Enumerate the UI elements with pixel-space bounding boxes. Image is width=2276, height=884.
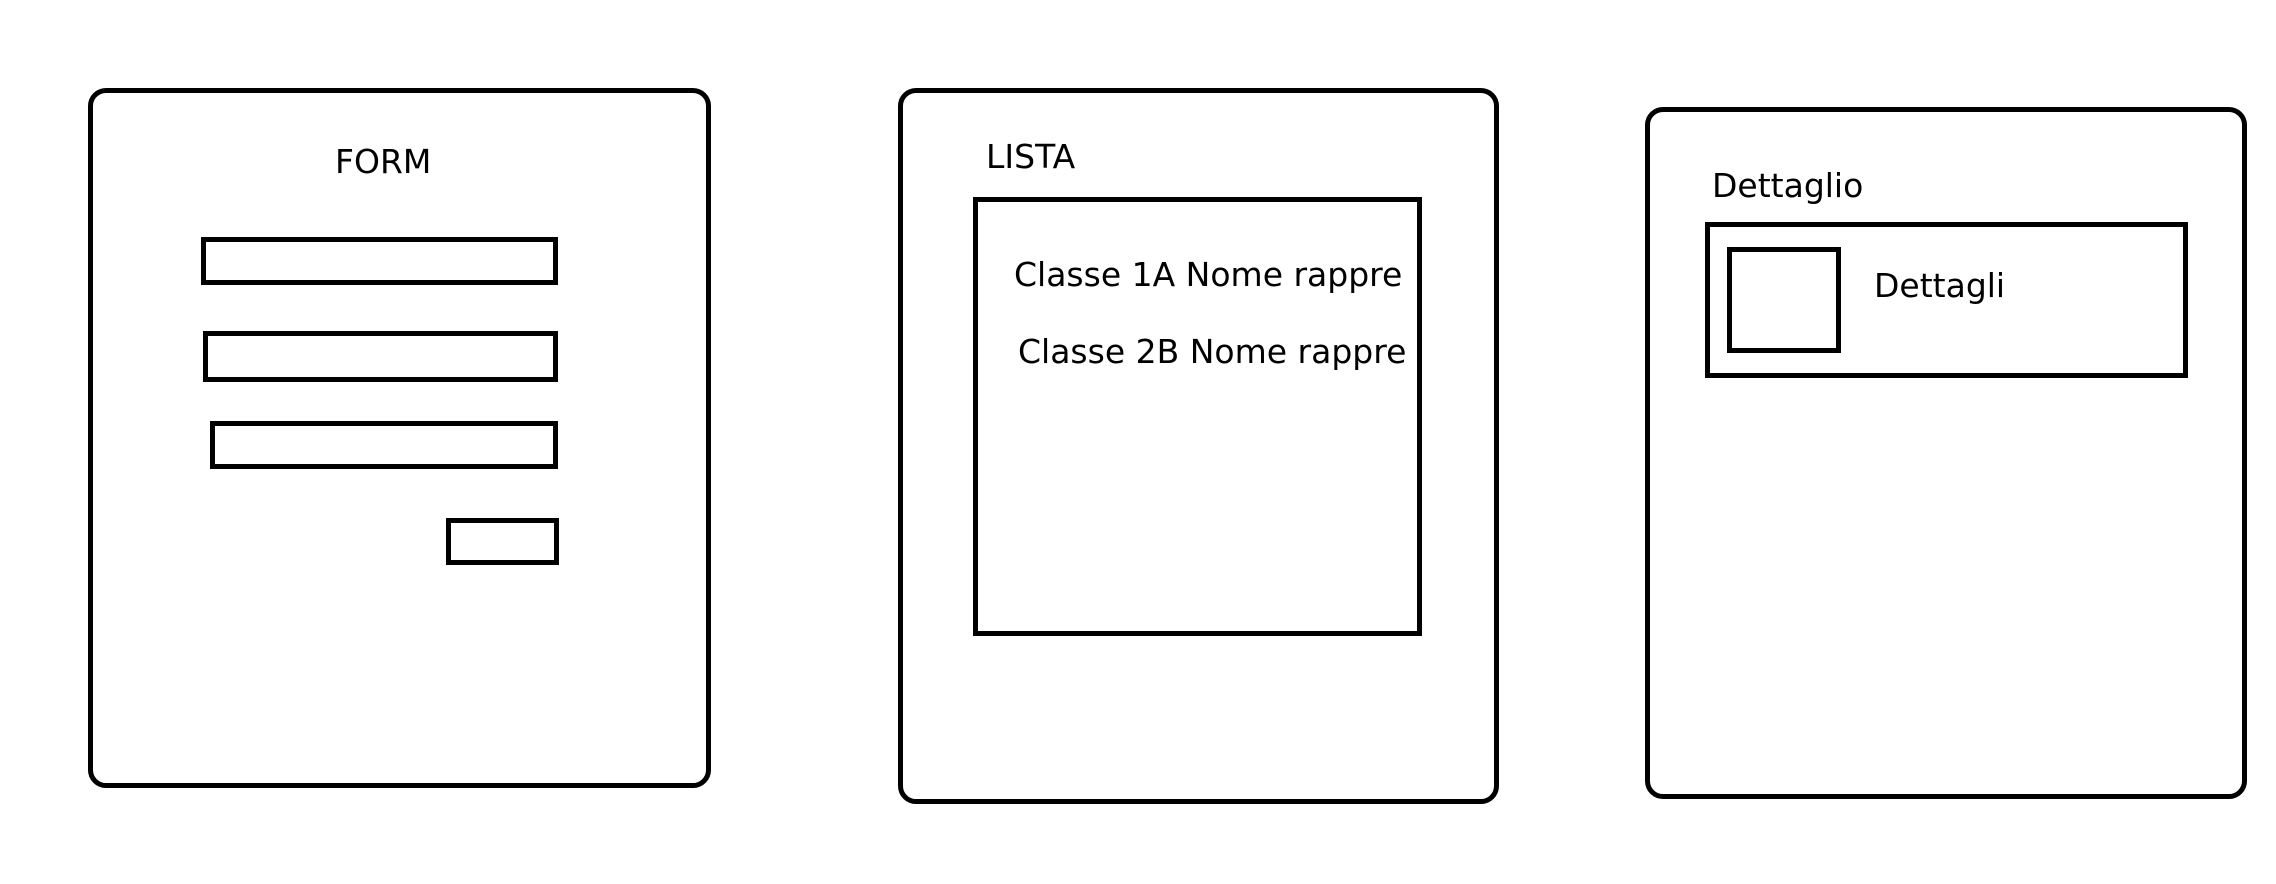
detail-card: Dettagli — [1705, 222, 2188, 378]
list-panel: LISTA Classe 1A Nome rappre Classe 2B No… — [898, 88, 1499, 804]
list-container: Classe 1A Nome rappre Classe 2B Nome rap… — [973, 197, 1422, 636]
detail-title: Dettaglio — [1712, 166, 1864, 205]
form-input-field-1[interactable] — [201, 237, 558, 285]
form-submit-button[interactable] — [446, 518, 559, 565]
list-title: LISTA — [986, 137, 1076, 176]
list-item[interactable]: Classe 1A Nome rappre — [1014, 255, 1403, 294]
detail-panel: Dettaglio Dettagli — [1645, 107, 2247, 799]
detail-card-text: Dettagli — [1874, 266, 2006, 305]
form-input-field-3[interactable] — [210, 421, 558, 469]
form-panel: FORM — [88, 88, 711, 788]
list-item[interactable]: Classe 2B Nome rappre — [1018, 332, 1407, 371]
detail-image-placeholder — [1727, 247, 1841, 353]
form-title: FORM — [335, 142, 432, 181]
form-input-field-2[interactable] — [203, 331, 558, 382]
